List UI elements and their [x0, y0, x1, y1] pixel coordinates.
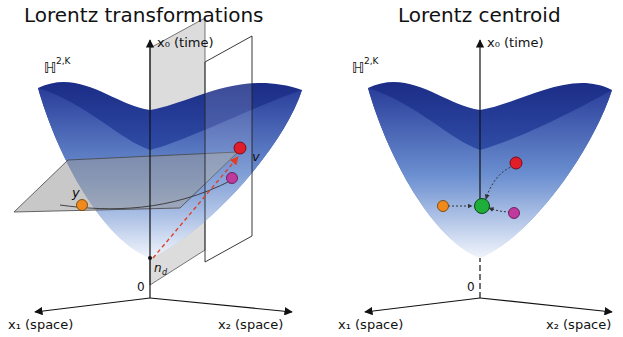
panel-title: Lorentz centroid: [398, 4, 561, 27]
axis-label: x₀ (time): [157, 36, 214, 51]
axis-label: x₁ (space): [8, 318, 73, 333]
origin-label: 0: [137, 281, 145, 295]
manifold-superscript: 2,K: [364, 56, 379, 66]
vector-subscript: d: [162, 268, 167, 277]
vector-label: n: [154, 262, 162, 276]
axis-label: x₁ (space): [338, 318, 403, 333]
axis-label: x₂ (space): [546, 318, 611, 333]
point-label: y: [72, 186, 80, 201]
manifold-superscript: 2,K: [56, 56, 71, 66]
right-panel: [365, 40, 612, 312]
panel-title: Lorentz transformations: [24, 4, 264, 27]
origin-label: 0: [467, 281, 475, 295]
point-label: v: [252, 150, 260, 165]
manifold-symbol: ℍ: [352, 60, 365, 77]
left-panel: [14, 18, 302, 312]
manifold-symbol: ℍ: [44, 60, 57, 77]
axis-label: x₂ (space): [218, 318, 283, 333]
axis-label: x₀ (time): [487, 36, 544, 51]
